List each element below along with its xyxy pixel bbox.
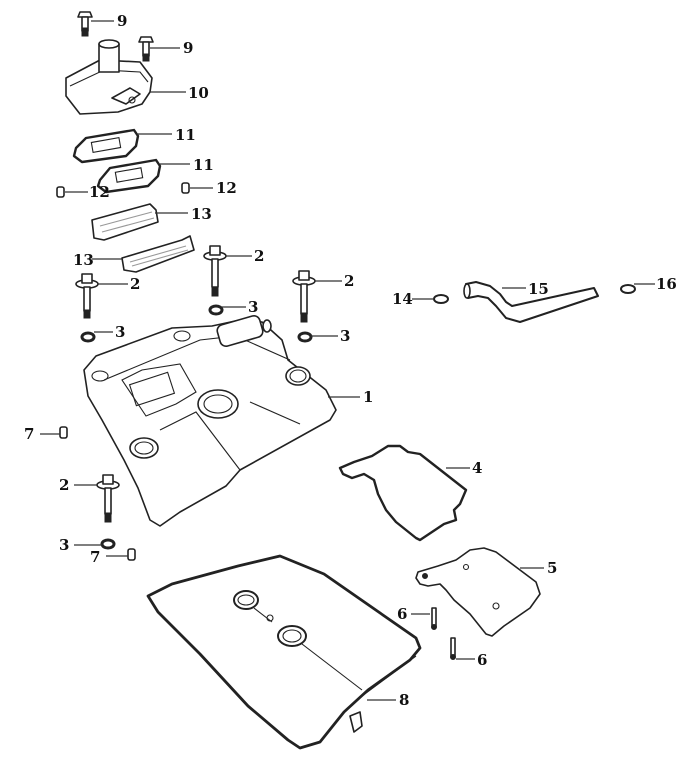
- bolt-2-right: [292, 270, 316, 323]
- breather-hose-15: [463, 281, 599, 323]
- callout-label: 3: [340, 327, 350, 345]
- screw-6-lower: [450, 637, 456, 660]
- callout-label: 7: [90, 548, 100, 566]
- callout-label: 16: [656, 275, 677, 293]
- cylinder-head-cover-1: [83, 314, 337, 527]
- callout-label: 8: [399, 691, 409, 709]
- dowel-12-left: [56, 186, 65, 198]
- callout-label: 3: [248, 298, 258, 316]
- plate-5: [415, 547, 541, 637]
- breather-cover-10: [65, 39, 153, 115]
- callout-label: 6: [477, 651, 487, 669]
- callout-label: 4: [472, 459, 482, 477]
- bolt-2-lower: [96, 474, 120, 523]
- baffle-plate-13-upper: [91, 203, 159, 241]
- washer-3-right: [297, 331, 313, 343]
- callout-label: 9: [183, 39, 193, 57]
- hose-clamp-16: [620, 284, 636, 294]
- dowel-7-left: [59, 426, 68, 439]
- callout-label: 15: [528, 280, 549, 298]
- baffle-plate-13-lower: [121, 235, 195, 273]
- callout-label: 7: [24, 425, 34, 443]
- callout-label: 14: [392, 290, 413, 308]
- bolt-2-left: [75, 273, 99, 319]
- cover-gasket-8: [146, 554, 422, 750]
- callout-label: 2: [130, 275, 140, 293]
- callout-label: 10: [188, 84, 209, 102]
- callout-label: 3: [115, 323, 125, 341]
- callout-label: 12: [89, 183, 110, 201]
- washer-3-center: [208, 304, 224, 316]
- callout-label: 13: [73, 251, 94, 269]
- callout-label: 2: [254, 247, 264, 265]
- gasket-11-lower: [96, 158, 162, 194]
- dowel-12-right: [181, 182, 190, 194]
- callout-labels: 9 9 10 11 11 12 12 13 13 2 3 2 3 2 3 1 7…: [24, 12, 677, 709]
- leader-lines: [40, 20, 655, 701]
- callout-label: 6: [397, 605, 407, 623]
- bolt-9-right: [138, 36, 154, 62]
- dowel-7-lower: [127, 548, 136, 561]
- callout-label: 13: [191, 205, 212, 223]
- bolt-2-center: [203, 245, 227, 297]
- callout-label: 9: [117, 12, 127, 30]
- washer-3-left: [80, 331, 96, 343]
- callout-label: 1: [363, 388, 373, 406]
- callout-label: 3: [59, 536, 69, 554]
- bolt-9-left: [77, 11, 93, 37]
- screw-6-upper: [431, 607, 437, 630]
- callout-label: 11: [193, 156, 214, 174]
- hose-clamp-14: [433, 294, 449, 304]
- gasket-4: [338, 444, 468, 542]
- callout-label: 2: [59, 476, 69, 494]
- callout-label: 11: [175, 126, 196, 144]
- washer-3-lower: [100, 538, 116, 550]
- callout-label: 12: [216, 179, 237, 197]
- gasket-11-upper: [72, 128, 140, 164]
- callout-label: 5: [547, 559, 557, 577]
- callout-label: 2: [344, 272, 354, 290]
